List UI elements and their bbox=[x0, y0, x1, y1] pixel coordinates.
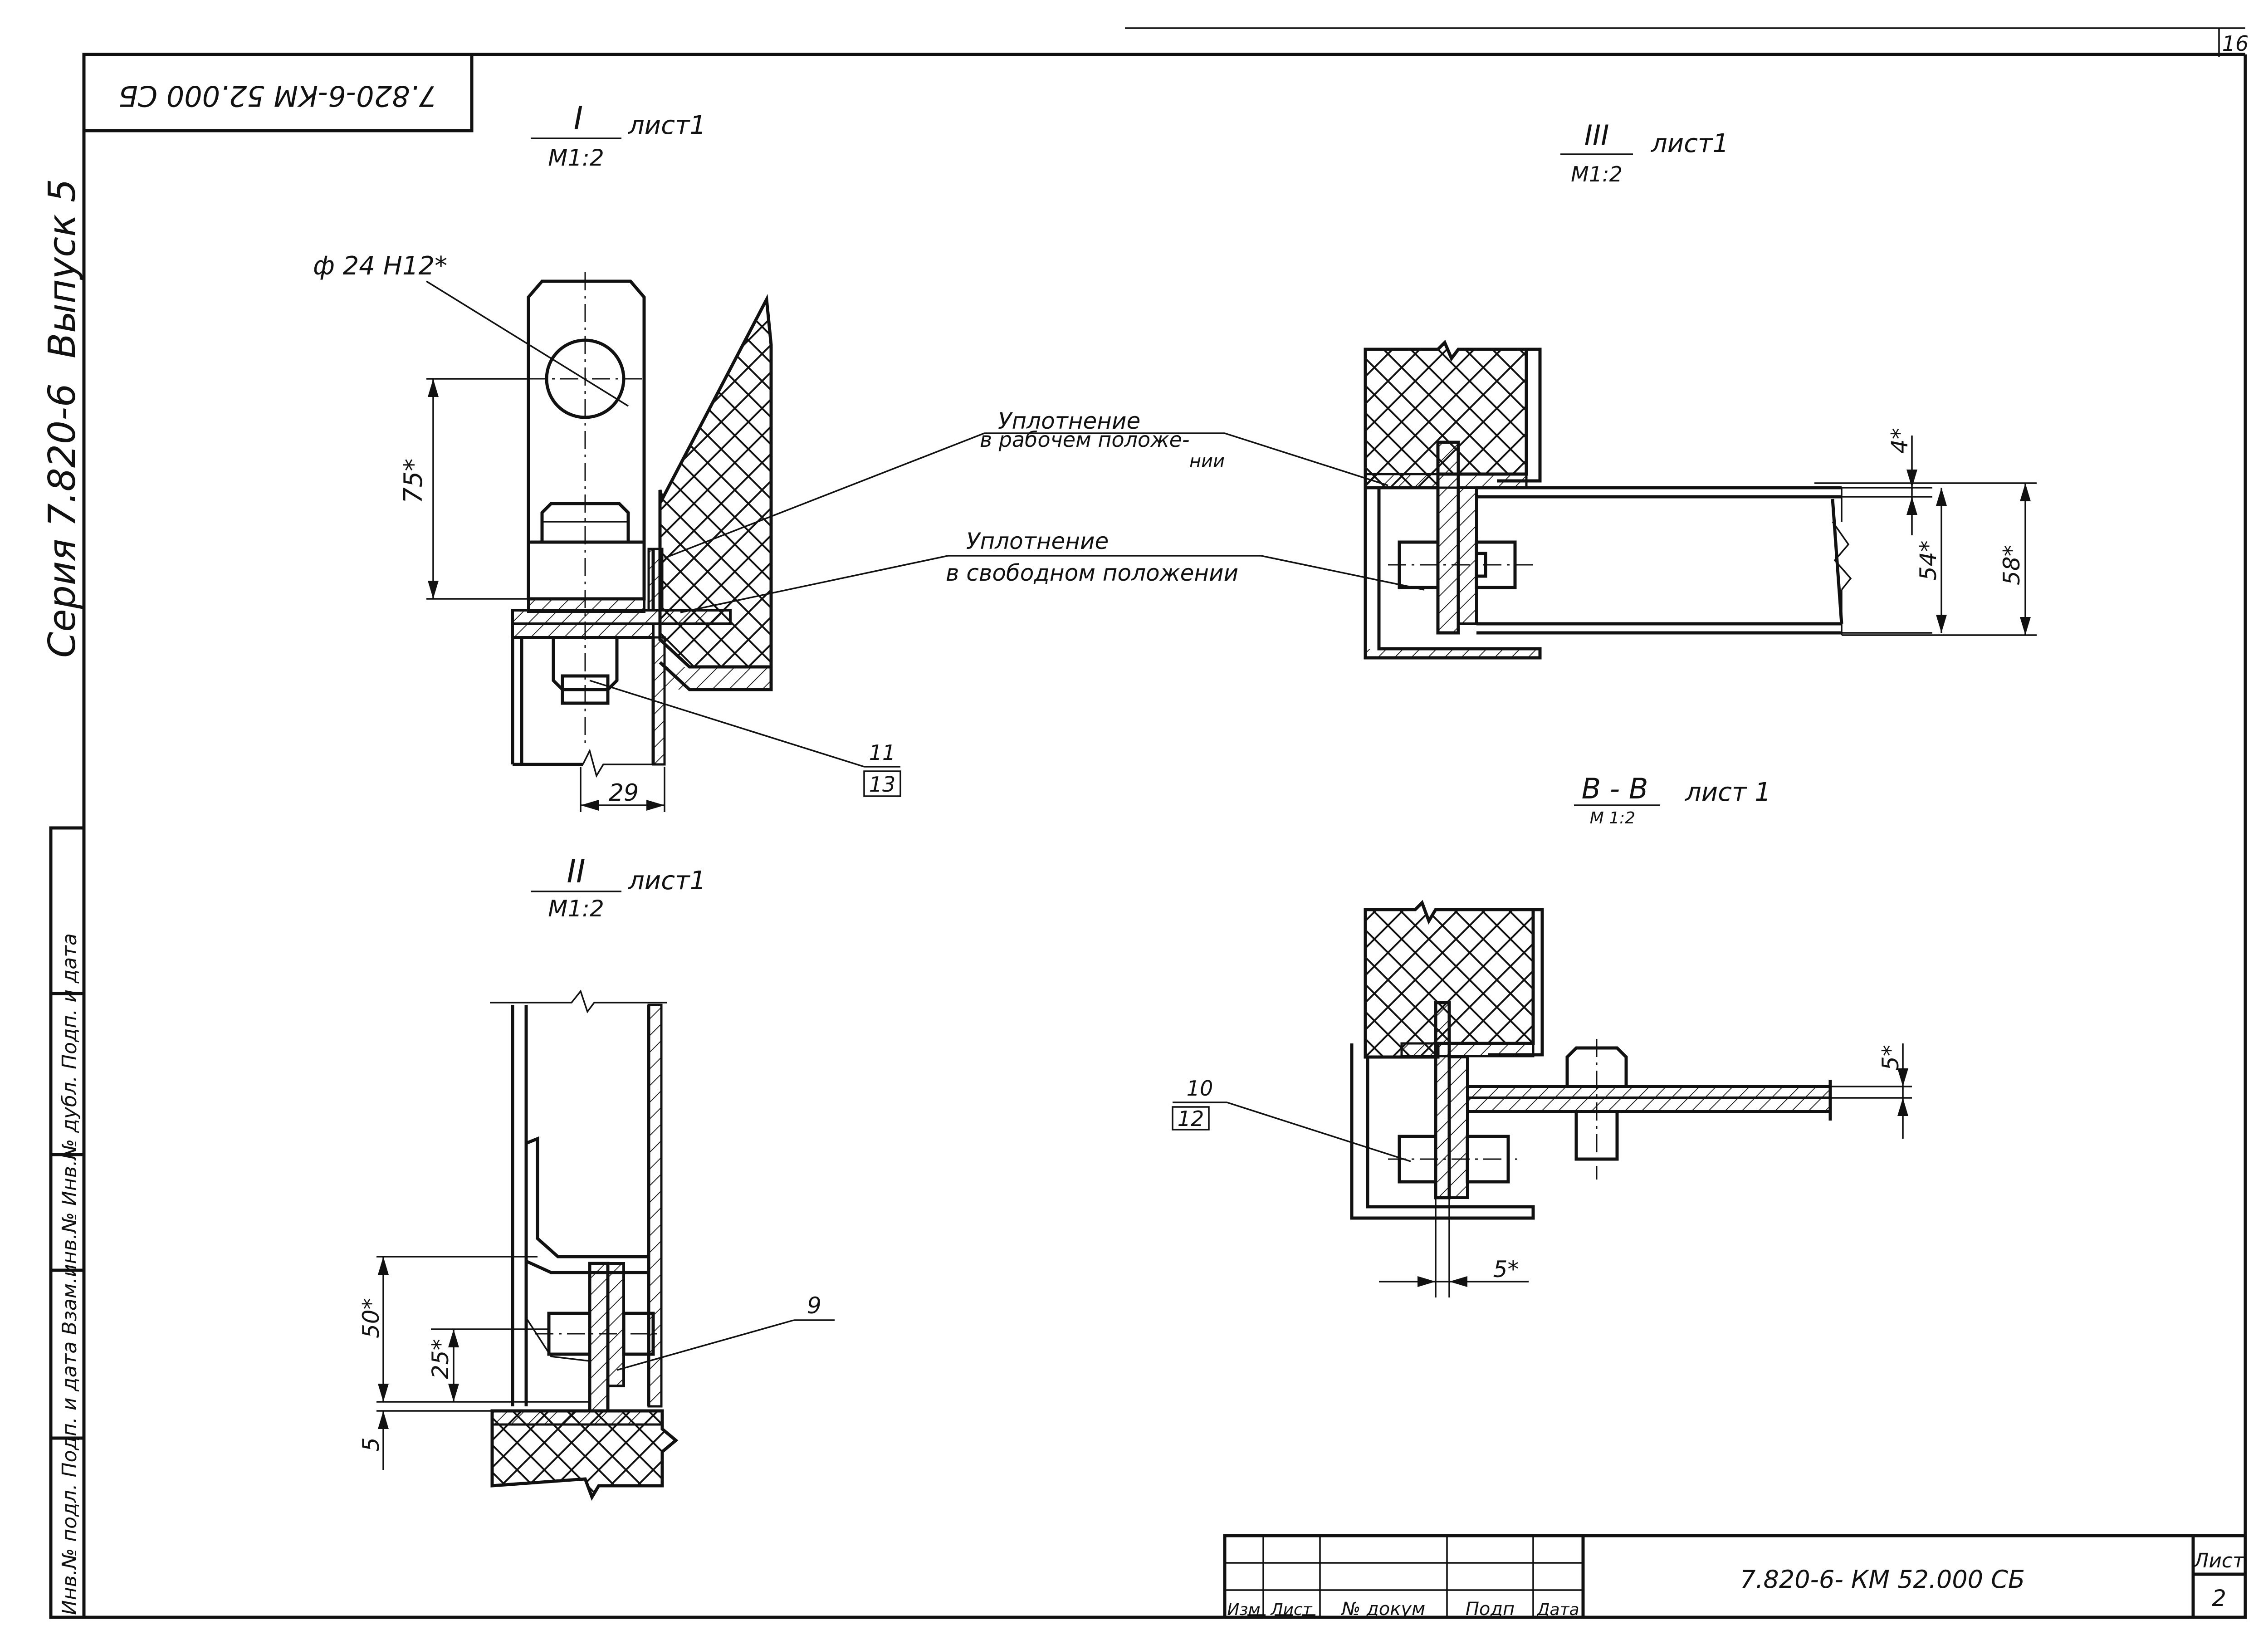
view-3-dim-54: 54* bbox=[1915, 540, 1941, 581]
view-1-dim-75: 75* bbox=[399, 459, 428, 504]
seal-free-line2: в свободном положении bbox=[946, 560, 1238, 586]
stamp-text: Инв.№ подл. Подп. и дата Взам.инв.№ Инв.… bbox=[58, 933, 81, 1615]
series-label: Серия 7.820-6 bbox=[41, 383, 84, 658]
view-2-callout-9: 9 bbox=[807, 1292, 821, 1319]
view-4-dim-5-bottom: 5* bbox=[1493, 1256, 1519, 1283]
corner-number: 16 bbox=[2222, 31, 2249, 56]
view-3-dim-4: 4* bbox=[1887, 428, 1913, 454]
tb-header-doc: № докум bbox=[1341, 1599, 1425, 1620]
view-2-scale: М1:2 bbox=[548, 896, 604, 922]
tb-doc-code: 7.820-6- КМ 52.000 СБ bbox=[1740, 1565, 2025, 1594]
view-1-callout-13: 13 bbox=[869, 772, 896, 797]
view-3-sheet-ref: лист1 bbox=[1651, 129, 1729, 158]
top-code-text: 7.820-6-КМ 52.000 СБ bbox=[118, 79, 436, 113]
view-2: II М1:2 лист1 9 50* bbox=[358, 853, 835, 1501]
seal-working-line2: в рабочем положе- bbox=[980, 427, 1190, 452]
title-block: Изм Лист № докум Подп Дата 7.820-6- КМ 5… bbox=[1223, 1534, 2247, 1620]
view-3-scale: М1:2 bbox=[1571, 162, 1623, 186]
view-3-title: III bbox=[1584, 119, 1609, 152]
lug-plate bbox=[527, 279, 646, 599]
tb-header-date: Дата bbox=[1536, 1601, 1579, 1619]
view-2-dim-50: 50* bbox=[358, 1298, 384, 1338]
view-1: I М1:2 лист1 ф 24 Н12* bbox=[313, 100, 901, 812]
tb-sheet-label: Лист bbox=[2193, 1549, 2245, 1572]
view-4-callout-12: 12 bbox=[1178, 1106, 1204, 1131]
tb-header-sign: Подп bbox=[1466, 1599, 1515, 1620]
issue-label: Выпуск 5 bbox=[41, 179, 84, 358]
seal-working-line1: Уплотнение bbox=[998, 408, 1140, 434]
view-2-title: II bbox=[567, 853, 585, 890]
view-3: III М1:2 лист1 4* bbox=[1364, 119, 2037, 660]
view-1-title: I bbox=[574, 100, 583, 137]
view-4-callout-10: 10 bbox=[1187, 1076, 1213, 1101]
view-2-dim-25: 25* bbox=[427, 1339, 454, 1379]
tb-header-izm: Изм bbox=[1227, 1601, 1260, 1619]
view-2-sheet-ref: лист1 bbox=[628, 866, 706, 896]
left-stamp-strip: Инв.№ подл. Подп. и дата Взам.инв.№ Инв.… bbox=[49, 826, 86, 1619]
view-4-sheet-ref: лист 1 bbox=[1685, 778, 1771, 807]
view-1-panel bbox=[658, 294, 773, 669]
seal-notes: Уплотнение в рабочем положе- нии Уплотне… bbox=[664, 408, 1425, 613]
seal-working-line3: нии bbox=[1189, 451, 1225, 472]
top-code-box: 7.820-6-КМ 52.000 СБ bbox=[82, 53, 474, 132]
view-2-dim-5: 5 bbox=[358, 1437, 384, 1452]
view-1-dim-29: 29 bbox=[609, 779, 639, 807]
view-4-title: В - В bbox=[1582, 772, 1648, 805]
tb-header-list: Лист bbox=[1270, 1601, 1312, 1619]
view-3-dim-58: 58* bbox=[1999, 545, 2025, 585]
view-4-dim-5-right: 5* bbox=[1877, 1045, 1904, 1071]
view-1-callout-11: 11 bbox=[869, 740, 896, 765]
view-1-sheet-ref: лист1 bbox=[628, 111, 706, 140]
view-1-dim-hole: ф 24 Н12* bbox=[313, 251, 447, 281]
tb-sheet-number: 2 bbox=[2212, 1585, 2226, 1611]
seal-free-line1: Уплотнение bbox=[966, 528, 1109, 554]
view-4-scale: М 1:2 bbox=[1590, 809, 1635, 827]
view-4: В - В М 1:2 лист 1 10 12 5* bbox=[1172, 772, 1912, 1297]
view-1-scale: М1:2 bbox=[548, 145, 604, 171]
